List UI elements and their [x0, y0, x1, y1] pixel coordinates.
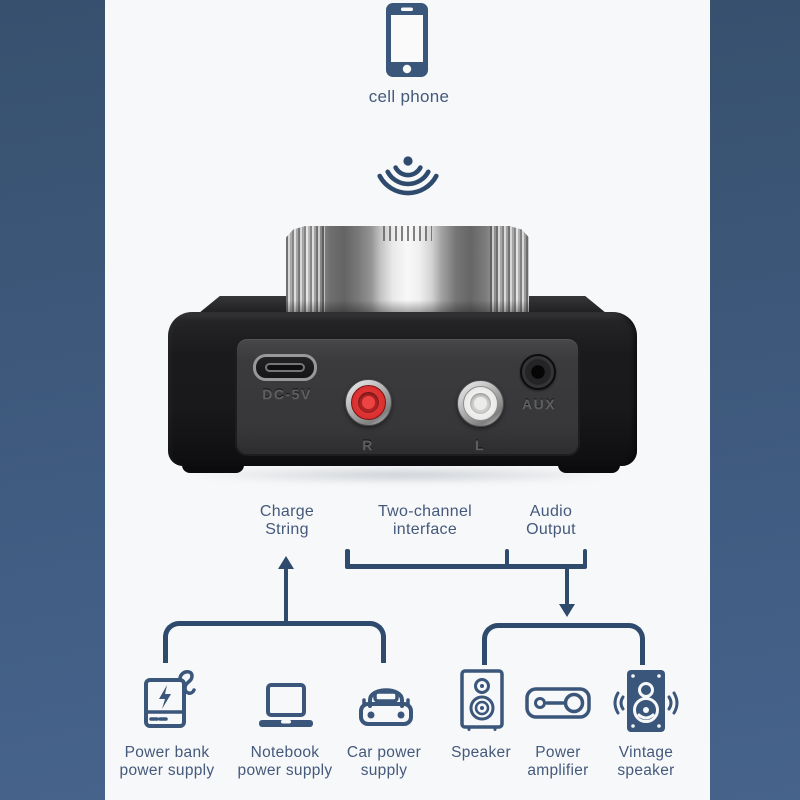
usb-port-label: DC-5V [262, 386, 312, 402]
bracket-tick-left [345, 549, 350, 568]
label-notebook-line2: power supply [237, 761, 333, 779]
rca-jack-right-red [345, 379, 392, 426]
label-power-bank: Power bank power supply [107, 744, 227, 779]
cell-phone-icon [386, 3, 428, 77]
label-car-power: Car power supply [324, 744, 444, 779]
knob-knurling-left [286, 226, 325, 314]
speaker-icon [460, 669, 504, 731]
label-notebook-line1: Notebook [250, 744, 320, 761]
label-speaker-line1: Speaker [451, 744, 511, 761]
callout-audio-line2: Output [526, 521, 576, 538]
audio-group-bracket [482, 623, 645, 665]
notebook-icon [259, 683, 313, 727]
power-group-bracket [163, 621, 386, 663]
callout-charge-line1: Charge [259, 503, 315, 520]
usb-c-port [253, 354, 317, 381]
label-vintage-line2: speaker [617, 761, 675, 779]
vintage-speaker-icon [613, 670, 679, 732]
label-amplifier-line2: amplifier [527, 761, 589, 779]
rca-left-label: L [474, 437, 486, 453]
amplifier-icon [525, 687, 591, 719]
label-car-power-line2: supply [360, 761, 408, 779]
bracket-tick-right [582, 549, 587, 568]
power-bank-icon [144, 670, 196, 728]
knob-knurling-top [383, 226, 432, 241]
callout-charge-line2: String [265, 521, 309, 538]
down-arrow-shaft [564, 566, 570, 605]
up-arrow-shaft [283, 568, 289, 623]
callout-audio-output: Audio Output [491, 503, 611, 539]
rca-jack-left-white [457, 380, 504, 427]
label-notebook: Notebook power supply [225, 744, 345, 779]
bracket-tick-middle [504, 549, 510, 568]
callout-two-channel: Two-channel interface [355, 503, 495, 539]
callout-audio-line1: Audio [529, 503, 573, 520]
knob-base-shadow [286, 300, 529, 314]
down-arrow-icon [559, 604, 575, 617]
knob-knurling-right [490, 226, 529, 314]
label-vintage-speaker: Vintage speaker [586, 744, 706, 779]
device-shadow [180, 466, 625, 484]
label-amplifier: Power amplifier [498, 744, 618, 779]
car-icon [359, 688, 413, 726]
aux-jack [520, 354, 556, 390]
label-car-power-line1: Car power [346, 744, 422, 761]
volume-knob [286, 226, 529, 314]
rca-right-label: R [362, 437, 374, 453]
background-panel-right [710, 0, 800, 800]
callout-two-channel-line2: interface [392, 521, 458, 538]
label-vintage-line1: Vintage [618, 744, 674, 761]
label-power-bank-line2: power supply [119, 761, 215, 779]
cell-phone-label: cell phone [368, 87, 450, 106]
usb-c-slot [265, 363, 305, 372]
callout-charge-string: Charge String [227, 503, 347, 539]
label-amplifier-line1: Power [535, 744, 581, 761]
label-speaker: Speaker [421, 744, 541, 762]
up-arrow-icon [278, 556, 294, 569]
background-panel-left [0, 0, 105, 800]
wireless-signal-icon [377, 156, 439, 196]
interface-bracket [345, 564, 587, 569]
label-power-bank-line1: Power bank [124, 744, 210, 761]
aux-label: AUX [521, 396, 557, 412]
callout-two-channel-line1: Two-channel [377, 503, 473, 520]
